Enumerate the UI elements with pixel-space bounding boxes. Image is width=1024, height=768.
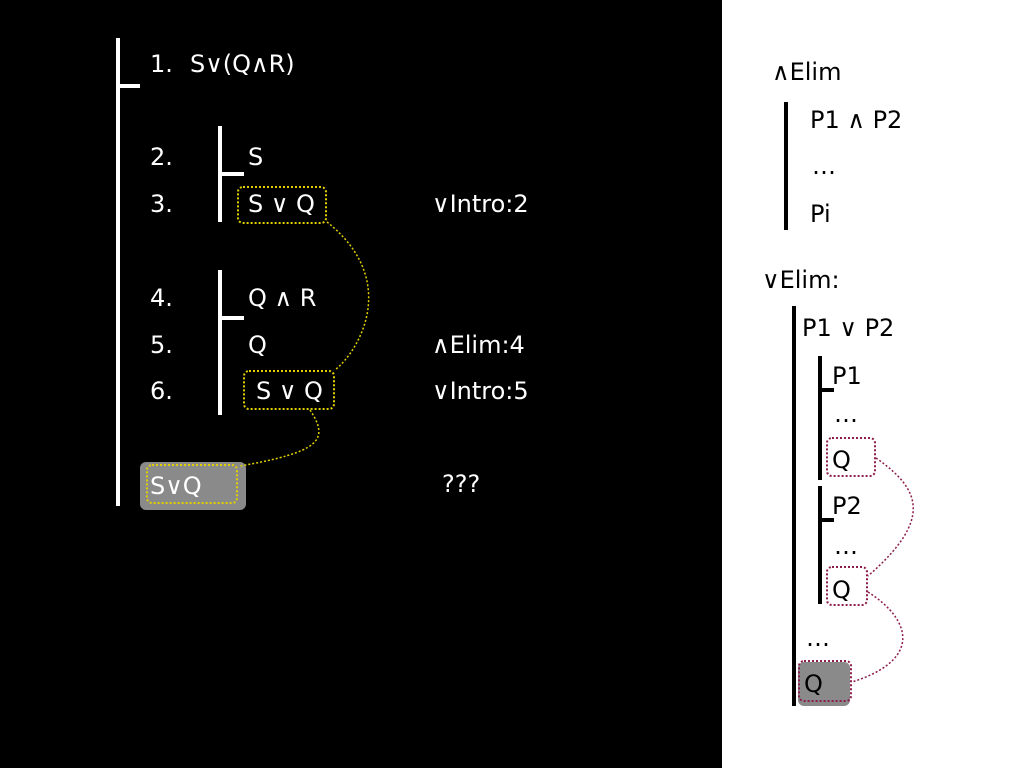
line-3-highlight	[237, 186, 327, 224]
rules-panel: ∧Elim P1 ∧ P2 … Pi ∨Elim: P1 ∨ P2 P1 … Q…	[722, 0, 1024, 768]
or-elim-result: Q	[804, 670, 823, 698]
line-5-rule: ∧Elim:4	[432, 331, 525, 359]
line-3-formula: S ∨ Q	[248, 190, 315, 218]
line-6-number: 6.	[150, 377, 173, 405]
or-elim-sub1-bar	[818, 356, 822, 480]
or-elim-bar	[792, 306, 796, 706]
premise-divider	[116, 84, 140, 88]
and-elim-premise: P1 ∧ P2	[810, 106, 903, 134]
or-elim-sub1-result-box	[826, 437, 876, 477]
line-6-rule: ∨Intro:5	[432, 377, 529, 405]
or-elim-result-shade	[798, 662, 850, 706]
or-elim-dots: …	[806, 624, 830, 652]
or-elim-sub1-result: Q	[832, 446, 851, 474]
and-elim-bar	[784, 102, 788, 230]
or-elim-sub2-result-box	[826, 566, 868, 606]
line-2-number: 2.	[150, 143, 173, 171]
and-elim-result: Pi	[810, 200, 831, 228]
line-1-number: 1.	[150, 50, 173, 78]
line-3-rule: ∨Intro:2	[432, 190, 529, 218]
or-elim-premise: P1 ∨ P2	[802, 314, 895, 342]
or-elim-sub1-dots: …	[834, 400, 858, 428]
or-elim-sub1-assume: P1	[832, 362, 862, 390]
subproof-2-divider	[218, 316, 244, 320]
conclusion-formula: S∨Q	[150, 472, 202, 500]
or-elim-sub2-dots: …	[834, 532, 858, 560]
or-elim-sub1-divider	[818, 388, 834, 392]
or-elim-result-box	[798, 660, 852, 702]
or-elim-sub2-divider	[818, 518, 834, 522]
and-elim-dots: …	[812, 152, 836, 180]
line-1-formula: S∨(Q∧R)	[190, 50, 295, 78]
subproof-1-divider	[218, 172, 244, 176]
conclusion-rule: ???	[442, 470, 481, 498]
line-4-formula: Q ∧ R	[248, 284, 317, 312]
conclusion-highlight	[146, 464, 238, 504]
or-elim-sub2-result: Q	[832, 576, 851, 604]
proof-link-lines	[239, 221, 370, 467]
line-5-formula: Q	[248, 331, 267, 359]
line-6-formula: S ∨ Q	[256, 377, 323, 405]
proof-panel: 1. S∨(Q∧R) 2. S 3. S ∨ Q ∨Intro:2 4. Q ∧…	[116, 38, 529, 510]
line-6-highlight	[243, 370, 335, 410]
line-2-formula: S	[248, 143, 264, 171]
subproof-2-bar	[218, 270, 222, 415]
or-elim-sub2-bar	[818, 486, 822, 604]
main-scope-bar	[116, 38, 120, 506]
or-elim-sub2-assume: P2	[832, 492, 862, 520]
line-5-number: 5.	[150, 331, 173, 359]
line-4-number: 4.	[150, 284, 173, 312]
line-3-number: 3.	[150, 190, 173, 218]
or-elim-title: ∨Elim:	[762, 266, 840, 294]
and-elim-title: ∧Elim	[772, 58, 842, 86]
